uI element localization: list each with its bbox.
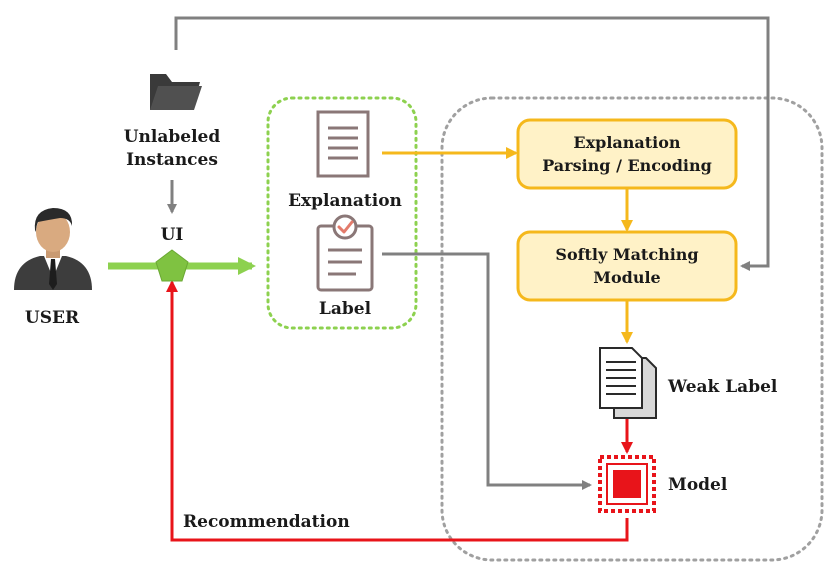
parsing-box-line1: Explanation — [573, 133, 681, 152]
unlabeled-label-line2: Instances — [126, 150, 218, 170]
explanation-label: Explanation — [288, 191, 402, 211]
model-label: Model — [668, 475, 728, 495]
recommendation-arrow — [166, 280, 629, 542]
ui-label: UI — [161, 225, 184, 245]
documents-stack-icon[interactable] — [599, 347, 657, 419]
system-group-container — [440, 96, 824, 562]
unlabeled-to-matching-arrow — [174, 16, 770, 271]
document-icon[interactable] — [316, 110, 370, 178]
label-label: Label — [319, 299, 372, 319]
weak-label-label: Weak Label — [667, 377, 778, 397]
recommendation-label: Recommendation — [183, 512, 350, 532]
stamp-model-icon[interactable] — [598, 455, 656, 513]
input-group-container — [266, 96, 418, 330]
user-label: USER — [25, 308, 80, 328]
softly-matching-box[interactable] — [516, 230, 738, 302]
unlabeled-label-line1: Unlabeled — [124, 127, 221, 147]
parsing-box-line2: Parsing / Encoding — [542, 156, 712, 175]
label-to-model-arrow — [382, 252, 592, 490]
pentagon-ui-icon[interactable] — [155, 249, 189, 282]
matching-box-line2: Module — [593, 268, 660, 287]
user-avatar-icon[interactable] — [14, 208, 92, 290]
parsing-encoding-box[interactable] — [516, 118, 738, 190]
folder-icon[interactable] — [150, 74, 202, 110]
matching-box-line1: Softly Matching — [555, 245, 698, 264]
clipboard-check-icon[interactable] — [316, 214, 374, 292]
